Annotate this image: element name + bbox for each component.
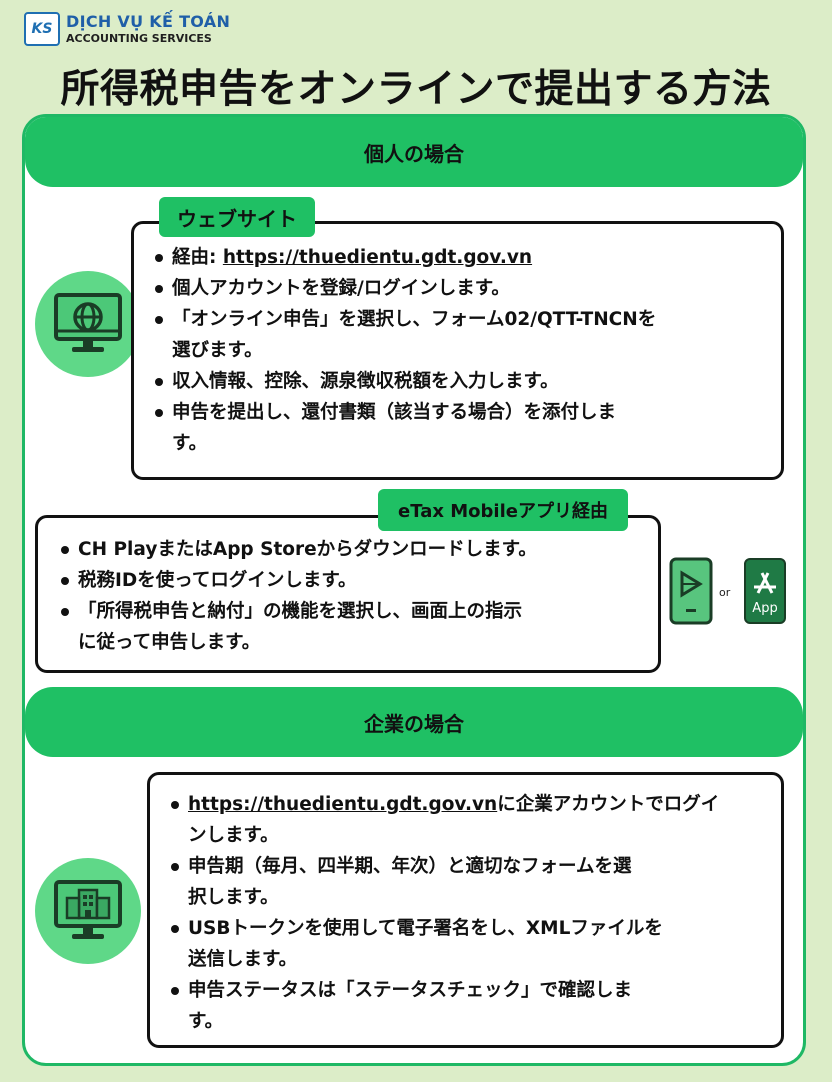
- app-store-icon: App: [743, 557, 787, 629]
- list-item-text: 選びます。: [172, 340, 263, 361]
- list-item-text: す。: [172, 433, 208, 454]
- brand-logo: KS DỊCH VỤ KẾ TOÁN ACCOUNTING SERVICES: [24, 12, 230, 46]
- list-item-text: す。: [188, 1011, 224, 1032]
- list-item-text: 申告ステータスは「ステータスチェック」で確認しま: [188, 980, 633, 1001]
- mobile-app-tag: eTax Mobileアプリ経由: [378, 489, 628, 531]
- list-item-text: 申告を提出し、還付書類（該当する場合）を添付しま: [172, 402, 617, 423]
- list-item: 申告を提出し、還付書類（該当する場合）を添付します。: [150, 397, 770, 459]
- list-item-text: 「オンライン申告」を選択し、フォーム02/QTT-TNCNを: [172, 309, 657, 330]
- list-item-text: USBトークンを使用して電子署名をし、XMLファイルを: [188, 918, 663, 939]
- business-steps-list: https://thuedientu.gdt.gov.vnに企業アカウントでログ…: [166, 789, 776, 1037]
- list-item: 個人アカウントを登録/ログインします。: [150, 273, 770, 304]
- list-item: CH PlayまたはApp Storeからダウンロードします。: [56, 534, 656, 565]
- list-item: USBトークンを使用して電子署名をし、XMLファイルを送信します。: [166, 913, 776, 975]
- business-steps-box: https://thuedientu.gdt.gov.vnに企業アカウントでログ…: [147, 772, 784, 1048]
- website-steps-list: 経由: https://thuedientu.gdt.gov.vn 個人アカウン…: [150, 242, 770, 459]
- app-store-label: App: [752, 601, 778, 616]
- list-item-text: 申告期（毎月、四半期、年次）と適切なフォームを選: [188, 856, 632, 877]
- list-item-text: 択します。: [188, 887, 279, 908]
- list-item-text: 「所得税申告と納付」の機能を選択し、画面上の指示: [78, 601, 523, 622]
- list-item: 税務IDを使ってログインします。: [56, 565, 656, 596]
- list-item: 収入情報、控除、源泉徴収税額を入力します。: [150, 366, 770, 397]
- globe-monitor-icon: [35, 271, 141, 377]
- list-item-text: に企業アカウントでログイ: [497, 794, 720, 815]
- list-item: 申告ステータスは「ステータスチェック」で確認します。: [166, 975, 776, 1037]
- page-title: 所得税申告をオンラインで提出する方法: [60, 67, 772, 112]
- list-item: 申告期（毎月、四半期、年次）と適切なフォームを選択します。: [166, 851, 776, 913]
- website-steps-box: 経由: https://thuedientu.gdt.gov.vn 個人アカウン…: [131, 221, 784, 480]
- website-tag: ウェブサイト: [159, 197, 315, 237]
- building-monitor-icon: [35, 858, 141, 964]
- list-item: 経由: https://thuedientu.gdt.gov.vn: [150, 242, 770, 273]
- business-website-link[interactable]: https://thuedientu.gdt.gov.vn: [188, 794, 498, 815]
- or-label: or: [719, 586, 731, 599]
- website-link[interactable]: https://thuedientu.gdt.gov.vn: [222, 247, 533, 268]
- list-item: 「オンライン申告」を選択し、フォーム02/QTT-TNCNを選びます。: [150, 304, 770, 366]
- business-header-label: 企業の場合: [364, 711, 464, 736]
- individual-section-header: 個人の場合: [25, 117, 803, 187]
- list-item-text: 送信します。: [188, 949, 298, 970]
- content-panel: 個人の場合 経由: https://thuedientu.gdt.gov.vn …: [22, 114, 806, 1066]
- google-play-icon: [669, 557, 713, 629]
- via-label: 経由:: [172, 247, 217, 268]
- list-item-text: ンします。: [188, 825, 279, 846]
- list-item-text: に従って申告します。: [78, 632, 261, 653]
- business-section-header: 企業の場合: [25, 687, 803, 757]
- brand-name: DỊCH VỤ KẾ TOÁN: [66, 12, 231, 31]
- brand-text: DỊCH VỤ KẾ TOÁN ACCOUNTING SERVICES: [66, 12, 231, 45]
- mobile-steps-box: CH PlayまたはApp Storeからダウンロードします。 税務IDを使って…: [35, 515, 661, 673]
- mobile-steps-list: CH PlayまたはApp Storeからダウンロードします。 税務IDを使って…: [56, 534, 656, 658]
- list-item: https://thuedientu.gdt.gov.vnに企業アカウントでログ…: [166, 789, 776, 851]
- brand-mark-icon: KS: [24, 12, 60, 46]
- individual-header-label: 個人の場合: [364, 141, 464, 166]
- brand-subtitle: ACCOUNTING SERVICES: [66, 32, 212, 45]
- list-item: 「所得税申告と納付」の機能を選択し、画面上の指示に従って申告します。: [56, 596, 656, 658]
